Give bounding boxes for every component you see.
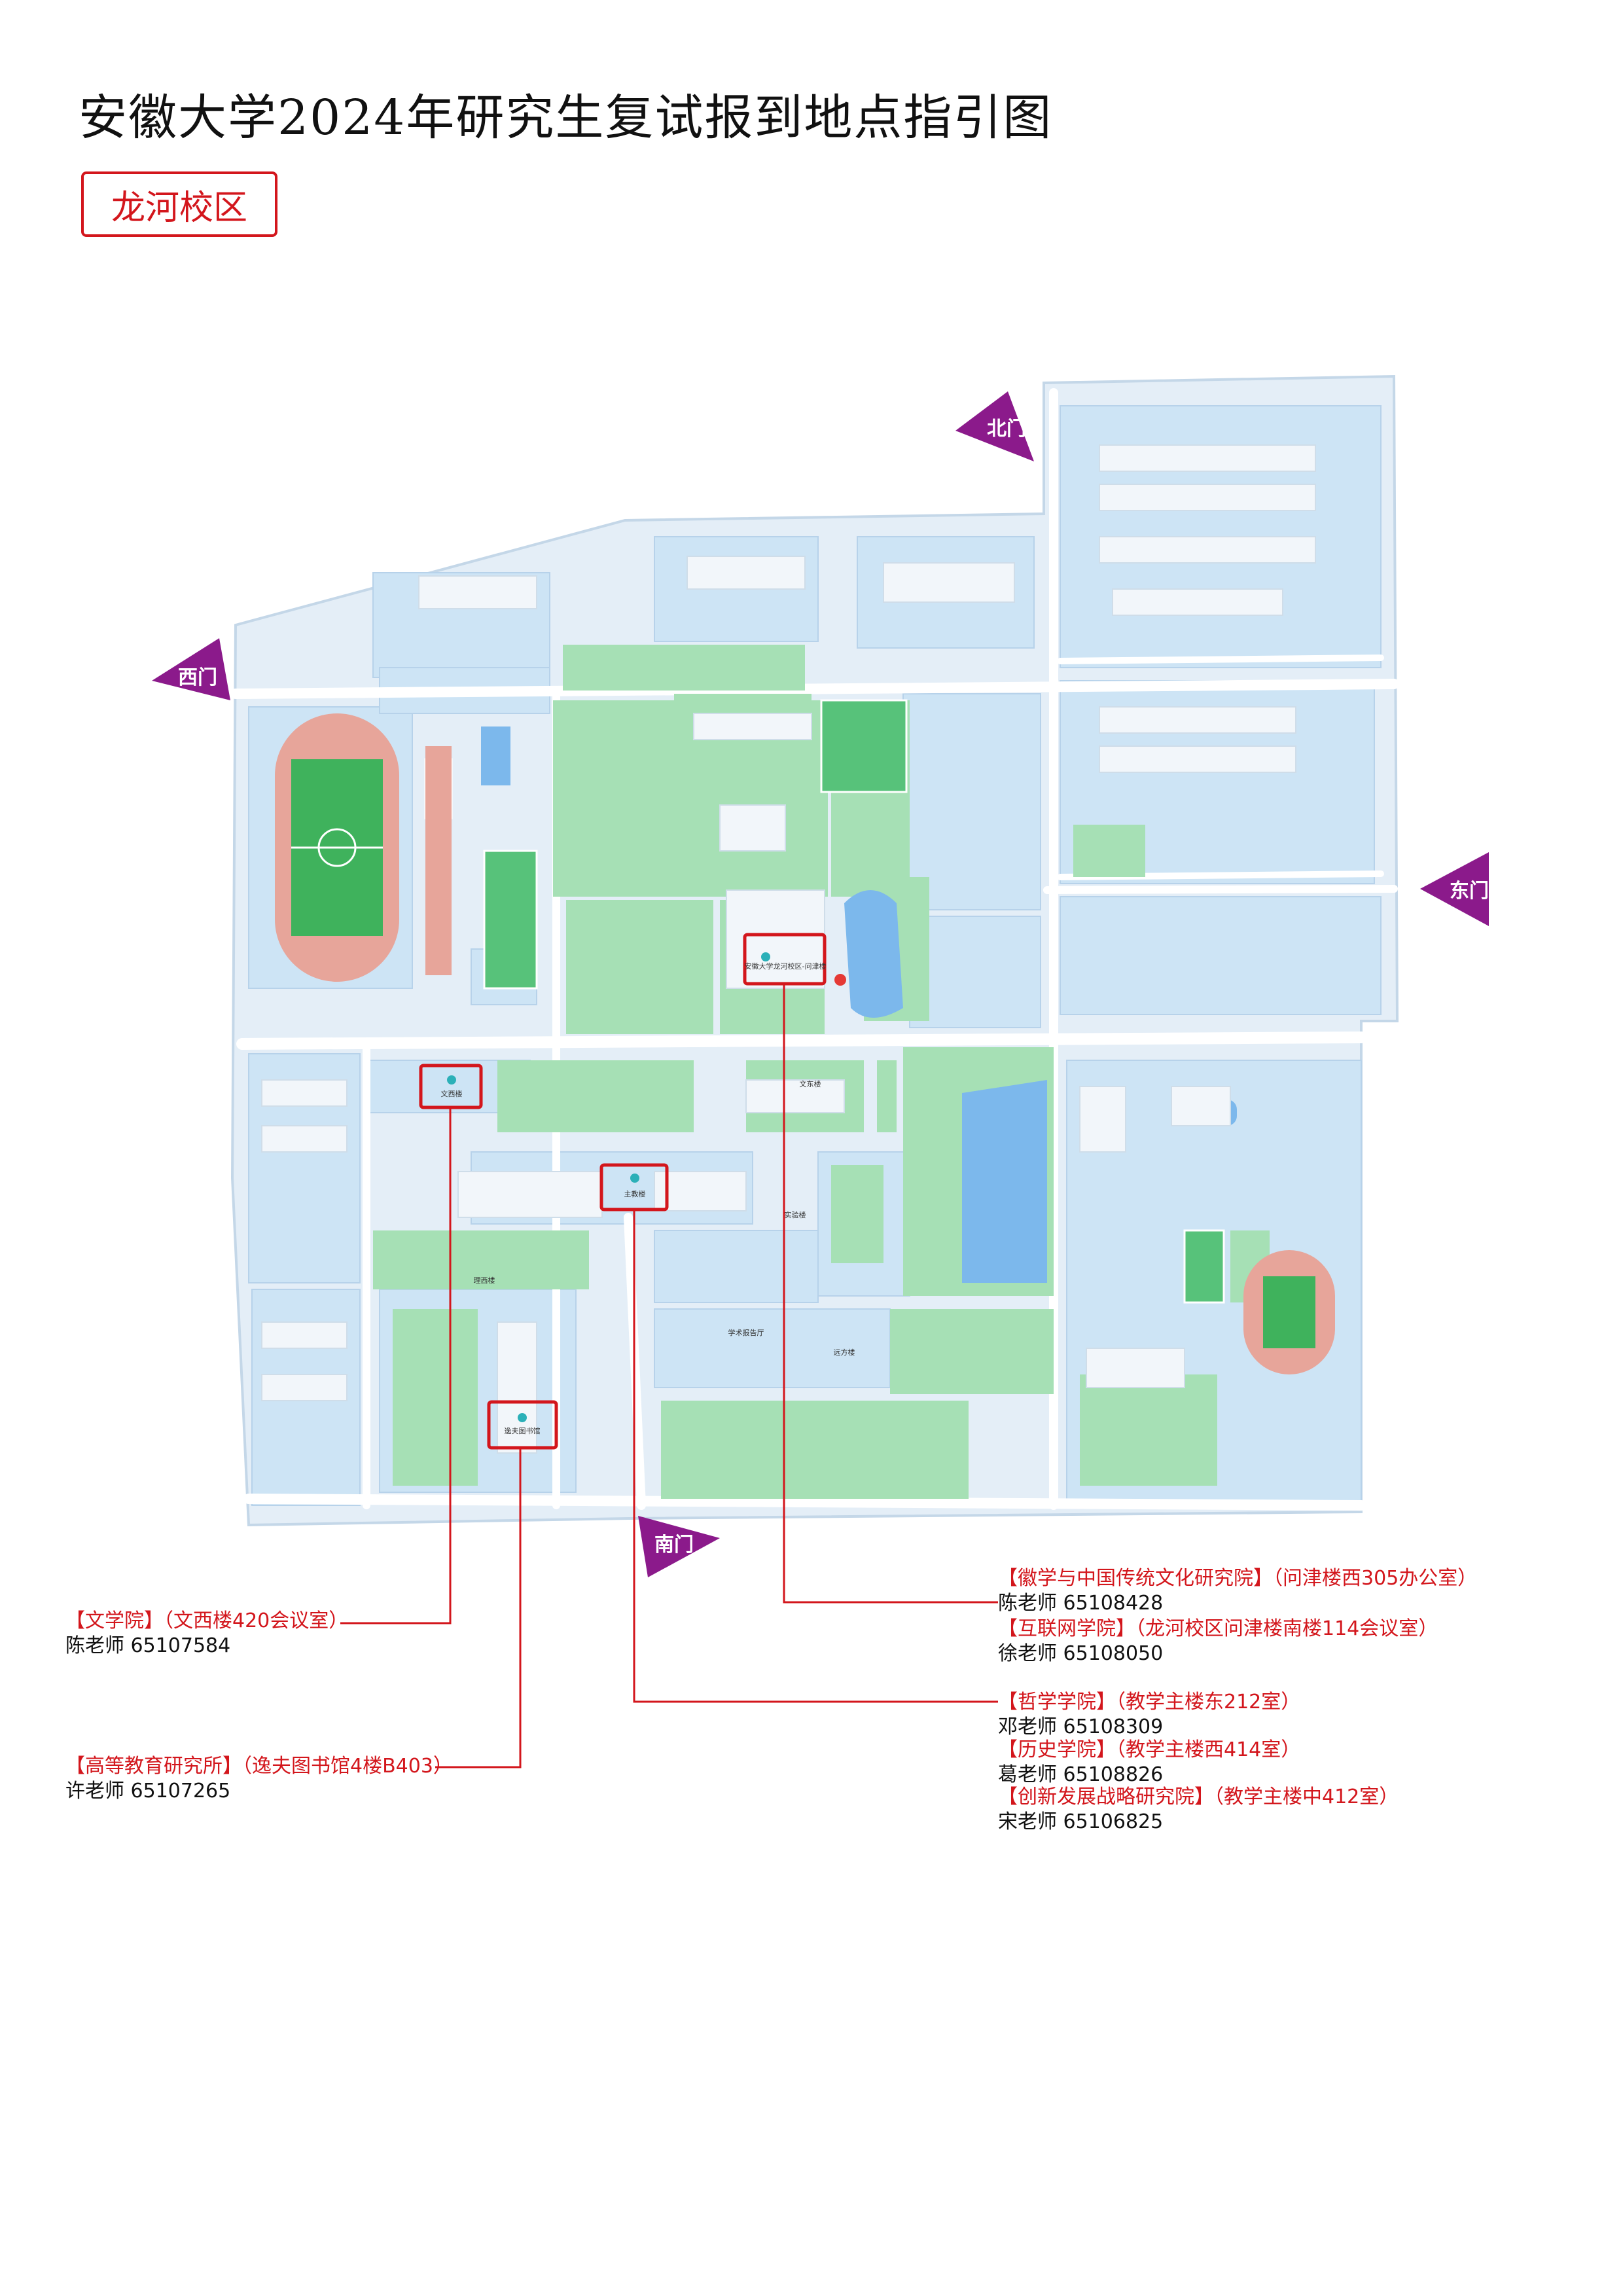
buildings	[261, 444, 1316, 1454]
note-innovation: 【创新发展战略研究院】（教学主楼中412室） 宋老师 65106825	[998, 1785, 1399, 1835]
sports-fields	[424, 699, 1225, 1304]
east-stadium	[1243, 1250, 1335, 1374]
note-internet-dept: 【互联网学院】（龙河校区问津楼南楼114会议室）	[998, 1617, 1438, 1640]
label-wenjin: 安徽大学龙河校区-问津楼	[745, 961, 827, 971]
note-philosophy-dept: 【哲学学院】（教学主楼东212室）	[998, 1691, 1301, 1713]
campus-label: 龙河校区	[81, 171, 277, 237]
note-huixue-contact: 陈老师 65108428	[998, 1592, 1164, 1615]
note-philosophy-contact: 邓老师 65108309	[998, 1715, 1164, 1738]
pin-wenxi-icon	[447, 1075, 456, 1085]
note-huixue: 【徽学与中国传统文化研究院】（问津楼西305办公室） 陈老师 65108428	[998, 1566, 1477, 1616]
north-gate-marker	[955, 391, 1034, 461]
pin-wenjin-icon	[761, 952, 770, 961]
note-wenxue-dept: 【文学院】（文西楼420会议室）	[65, 1609, 349, 1632]
note-wenxue: 【文学院】（文西楼420会议室） 陈老师 65107584	[65, 1609, 348, 1659]
pin-library-icon	[518, 1413, 527, 1422]
pin-jiaoxue-icon	[630, 1174, 639, 1183]
label-library: 逸夫图书馆	[505, 1426, 541, 1435]
label-shiyan: 实验楼	[785, 1210, 806, 1219]
label-yuanfang: 远方楼	[834, 1348, 855, 1357]
label-wenxi: 文西楼	[441, 1089, 463, 1098]
page-title: 安徽大学2024年研究生复试报到地点指引图	[79, 90, 1053, 146]
east-gate-label: 东门	[1450, 880, 1489, 903]
leader-lines	[340, 984, 998, 1768]
west-gate-label: 西门	[178, 666, 217, 689]
note-innovation-contact: 宋老师 65106825	[998, 1810, 1164, 1833]
label-jiaoxue: 主教楼	[624, 1189, 646, 1198]
label-xueshu: 学术报告厅	[728, 1328, 764, 1337]
note-higher-ed: 【高等教育研究所】（逸夫图书馆4楼B403） 许老师 65107265	[65, 1754, 453, 1804]
gate-markers	[152, 391, 1489, 1577]
note-huixue-dept: 【徽学与中国传统文化研究院】（问津楼西305办公室）	[998, 1567, 1478, 1590]
south-gate-marker	[638, 1516, 720, 1577]
note-internet-contact: 徐老师 65108050	[998, 1642, 1164, 1665]
label-wendong: 文东楼	[800, 1079, 821, 1088]
label-lixue: 理西楼	[474, 1276, 495, 1285]
note-higher-ed-contact: 许老师 65107265	[65, 1780, 231, 1803]
note-higher-ed-dept: 【高等教育研究所】（逸夫图书馆4楼B403）	[65, 1755, 453, 1778]
note-internet: 【互联网学院】（龙河校区问津楼南楼114会议室） 徐老师 65108050	[998, 1617, 1438, 1666]
note-philosophy: 【哲学学院】（教学主楼东212室） 邓老师 65108309	[998, 1690, 1300, 1740]
note-innovation-dept: 【创新发展战略研究院】（教学主楼中412室）	[998, 1785, 1399, 1808]
note-history-contact: 葛老师 65108826	[998, 1763, 1164, 1786]
poi-pins	[447, 952, 770, 1422]
note-history-dept: 【历史学院】（教学主楼西414室）	[998, 1738, 1301, 1761]
east-gate-marker	[1420, 852, 1489, 926]
note-history: 【历史学院】（教学主楼西414室） 葛老师 65108826	[998, 1738, 1300, 1787]
west-stadium	[275, 713, 452, 982]
north-gate-label: 北门	[987, 418, 1026, 440]
location-pin-icon	[834, 974, 846, 986]
highlight-library	[487, 1400, 558, 1450]
west-gate-marker	[152, 638, 230, 700]
note-wenxue-contact: 陈老师 65107584	[65, 1634, 231, 1657]
south-gate-label: 南门	[654, 1534, 694, 1556]
